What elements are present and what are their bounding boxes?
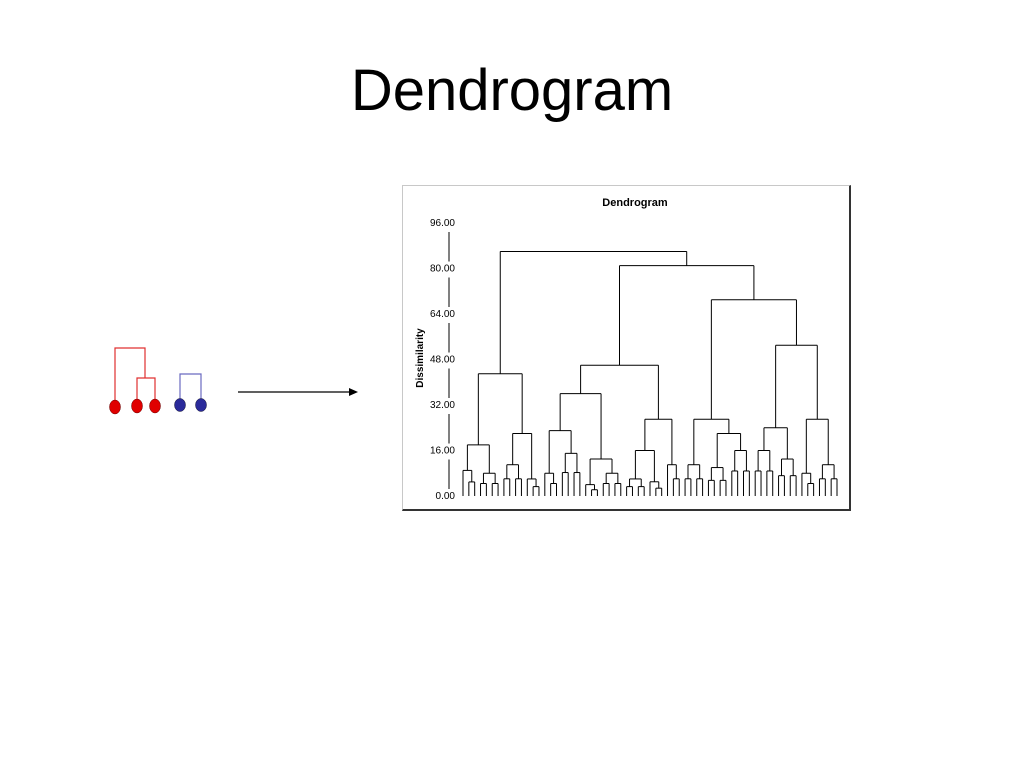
chart-title: Dendrogram [602,197,668,209]
mini-dendrogram-illustration [109,347,207,415]
red-cluster-links [114,347,156,407]
y-tick-label: 0.00 [436,491,456,502]
y-tick-label: 80.00 [430,264,455,275]
y-tick-label: 48.00 [430,355,455,366]
red-link [136,377,156,407]
dendrogram-chart: Dendrogram Dissimilarity 96.00 80.00 64.00… [402,185,851,511]
page-title: Dendrogram [350,58,674,123]
y-tick-label: 64.00 [430,309,455,320]
blue-point-2 [195,398,207,412]
red-point-3 [149,398,161,414]
red-point-1 [109,399,121,415]
dendrogram-tree [462,250,838,496]
right-arrow-icon [238,388,358,396]
blue-cluster-links [179,373,202,407]
y-tick-label: 32.00 [430,400,455,411]
dendrogram-chart-svg: Dendrogram Dissimilarity 96.00 80.00 64.00… [415,197,838,502]
y-tick-label: 96.00 [430,218,455,229]
y-axis-label: Dissimilarity [415,328,426,388]
red-point-2 [131,398,143,414]
y-tick-label: 16.00 [430,446,455,457]
red-link [114,347,146,407]
blue-point-1 [174,398,186,412]
blue-link [179,373,202,407]
y-axis: 96.00 80.00 64.00 48.00 32.00 16.00 0.00 [430,218,455,502]
